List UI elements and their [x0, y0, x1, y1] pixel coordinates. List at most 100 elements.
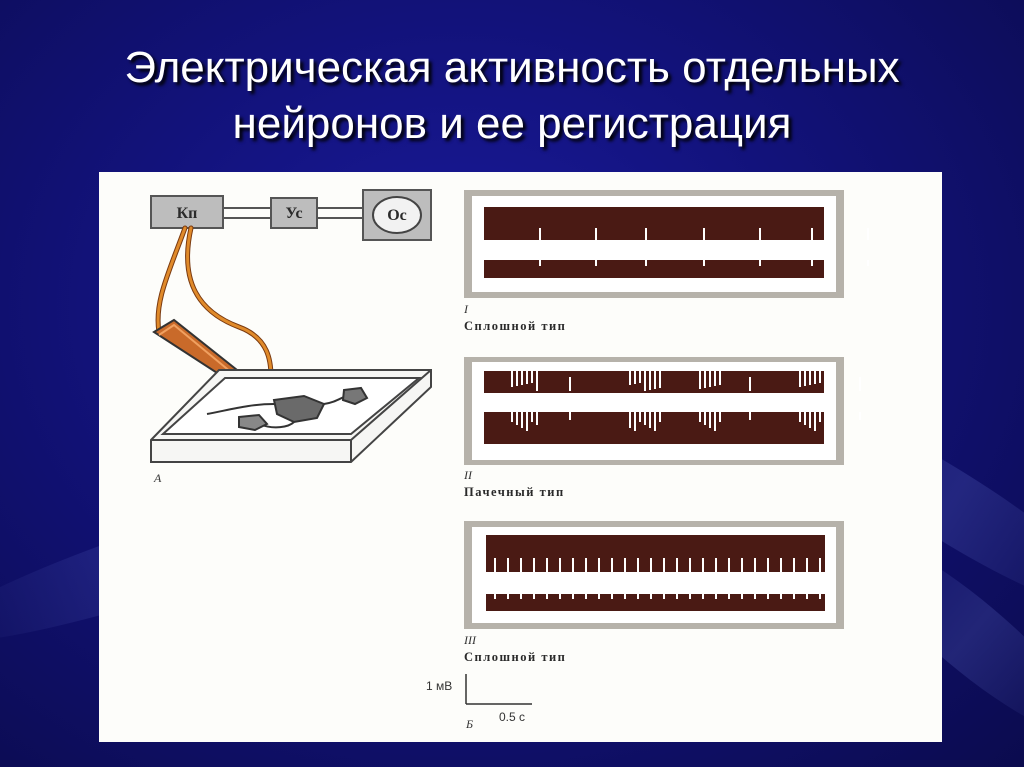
- spike-mark: [741, 594, 743, 599]
- spike-mark: [793, 594, 795, 599]
- spike-mark: [624, 558, 626, 572]
- spike-mark: [559, 594, 561, 599]
- spike-mark: [780, 558, 782, 572]
- trace-band-1a: [484, 207, 824, 240]
- spike-mark: [709, 371, 711, 387]
- spike-mark: [572, 558, 574, 572]
- spike-mark: [526, 371, 528, 384]
- spike-mark: [494, 594, 496, 599]
- spike-mark: [507, 558, 509, 572]
- spike-mark: [809, 412, 811, 428]
- spike-mark: [714, 371, 716, 386]
- spike-mark: [676, 594, 678, 599]
- trace-numeral-1: I: [464, 302, 468, 316]
- spike-mark: [859, 412, 861, 420]
- oscilloscope-box: Ос: [362, 189, 432, 241]
- spike-mark: [654, 371, 656, 389]
- scale-bar: [465, 674, 532, 705]
- spike-mark: [531, 412, 533, 422]
- spike-mark: [536, 371, 538, 391]
- spike-mark: [645, 228, 647, 240]
- spike-mark: [804, 371, 806, 386]
- spike-mark: [804, 412, 806, 425]
- spike-mark: [511, 371, 513, 387]
- spike-mark: [520, 558, 522, 572]
- trace-band-3b: [486, 594, 825, 611]
- spike-mark: [754, 558, 756, 572]
- spike-mark: [595, 260, 597, 266]
- spike-mark: [699, 371, 701, 389]
- spike-mark: [709, 412, 711, 428]
- trace-caption-1: Сплошной тип: [464, 319, 567, 333]
- spike-mark: [719, 412, 721, 422]
- spike-mark: [629, 412, 631, 428]
- spike-mark: [585, 558, 587, 572]
- spike-mark: [704, 371, 706, 388]
- spike-mark: [507, 594, 509, 599]
- spike-mark: [867, 228, 869, 240]
- spike-mark: [811, 260, 813, 266]
- spike-mark: [634, 371, 636, 384]
- scale-voltage-label: 1 мВ: [426, 679, 453, 693]
- spike-mark: [559, 558, 561, 572]
- spike-mark: [494, 558, 496, 572]
- spike-mark: [867, 260, 869, 266]
- spike-mark: [649, 412, 651, 428]
- spike-mark: [650, 558, 652, 572]
- spike-mark: [546, 558, 548, 572]
- amplifier-label: Ус: [285, 205, 302, 222]
- spike-mark: [824, 371, 826, 391]
- spike-mark: [663, 558, 665, 572]
- spike-mark: [754, 594, 756, 599]
- spike-mark: [759, 260, 761, 266]
- panel-b-label: Б: [466, 717, 474, 731]
- spike-mark: [819, 371, 821, 383]
- spike-mark: [767, 594, 769, 599]
- spike-mark: [703, 228, 705, 240]
- spike-mark: [799, 412, 801, 422]
- spike-mark: [637, 558, 639, 572]
- spike-mark: [536, 412, 538, 425]
- spike-mark: [572, 594, 574, 599]
- spike-mark: [598, 594, 600, 599]
- trace-caption-3: Сплошной тип: [464, 650, 567, 664]
- slide-title-line-2: нейронов и ее регистрация: [232, 99, 792, 148]
- spike-mark: [819, 412, 821, 422]
- spike-mark: [819, 558, 821, 572]
- slide-title: Электрическая активность отдельных нейро…: [40, 40, 984, 152]
- spike-mark: [520, 594, 522, 599]
- spike-mark: [521, 412, 523, 428]
- spike-mark: [598, 558, 600, 572]
- spike-mark: [780, 594, 782, 599]
- spike-mark: [644, 412, 646, 425]
- spike-mark: [814, 371, 816, 384]
- spike-mark: [824, 412, 826, 425]
- electrode-holder-box: Кп: [150, 195, 224, 229]
- spike-mark: [702, 594, 704, 599]
- spike-mark: [767, 558, 769, 572]
- trace-panel-continuous-2: [464, 521, 844, 629]
- trace-band-1b: [484, 260, 824, 278]
- spike-mark: [569, 377, 571, 391]
- trace-panels: [464, 190, 869, 629]
- spike-mark: [511, 412, 513, 422]
- spike-mark: [799, 371, 801, 387]
- spike-mark: [654, 412, 656, 431]
- spike-mark: [539, 260, 541, 266]
- spike-mark: [595, 228, 597, 240]
- spike-mark: [533, 594, 535, 599]
- spike-mark: [759, 228, 761, 240]
- spike-mark: [533, 558, 535, 572]
- spike-mark: [689, 558, 691, 572]
- spike-mark: [639, 412, 641, 422]
- spike-mark: [663, 594, 665, 599]
- electrode-wires: [155, 225, 274, 380]
- spike-mark: [546, 594, 548, 599]
- electrode-holder-label: Кп: [177, 205, 198, 222]
- trace-numeral-3: III: [464, 633, 476, 647]
- spike-mark: [814, 412, 816, 431]
- spike-mark: [806, 558, 808, 572]
- spike-mark: [650, 594, 652, 599]
- spike-mark: [719, 371, 721, 385]
- spike-mark: [811, 228, 813, 240]
